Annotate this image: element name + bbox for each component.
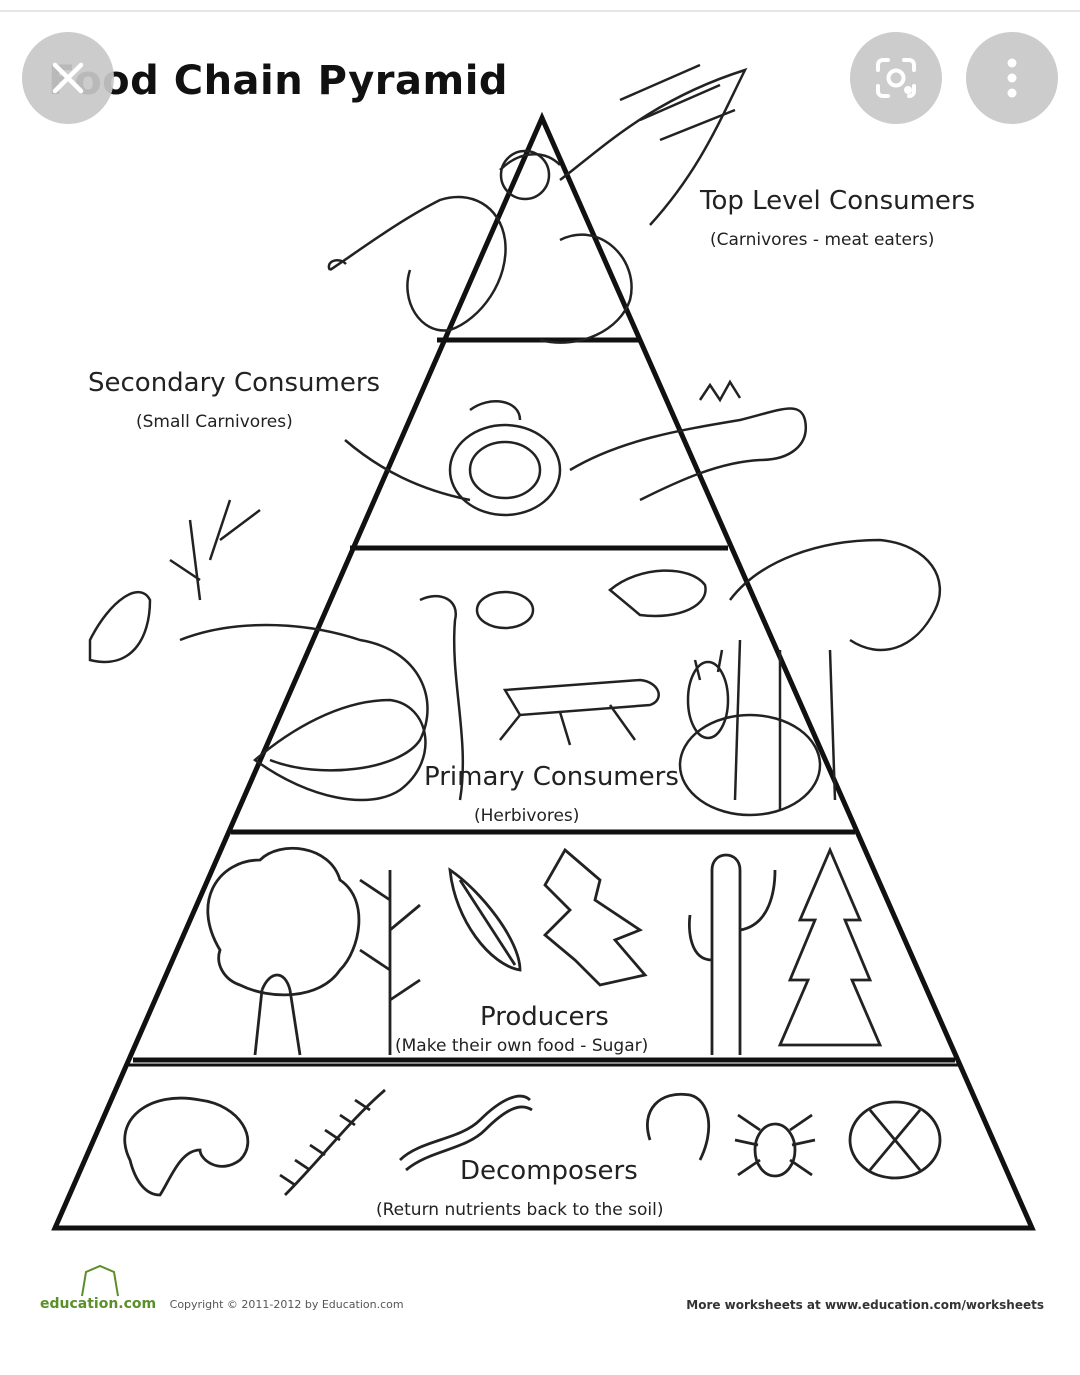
footer-brand[interactable]: education.com	[40, 1296, 157, 1312]
level-top-name: Top Level Consumers	[700, 186, 976, 216]
top-consumers-illustration	[327, 63, 748, 344]
pyramid-outline	[51, 111, 1036, 1231]
level-primary-note: (Herbivores)	[474, 806, 580, 826]
education-logo-mark	[81, 1264, 119, 1297]
lens-button[interactable]	[850, 32, 942, 124]
secondary-consumers-illustration	[344, 379, 808, 517]
level-producers-name: Producers	[480, 1002, 609, 1032]
level-secondary-name: Secondary Consumers	[88, 368, 381, 398]
decomposers-illustration	[123, 1088, 942, 1197]
level-producers-note: (Make their own food - Sugar)	[395, 1036, 649, 1056]
primary-consumers-illustration	[88, 499, 942, 817]
level-primary-name: Primary Consumers	[424, 762, 679, 792]
lens-icon	[876, 58, 916, 98]
close-button[interactable]	[22, 32, 114, 124]
footer-left: education.com Copyright © 2011-2012 by E…	[40, 1296, 404, 1312]
level-secondary-note: (Small Carnivores)	[136, 412, 293, 432]
close-icon	[52, 62, 84, 94]
worksheet-title: Food Chain Pyramid	[48, 58, 509, 104]
level-decomposers-note: (Return nutrients back to the soil)	[376, 1200, 664, 1220]
level-decomposers-name: Decomposers	[460, 1156, 638, 1186]
more-options-button[interactable]	[966, 32, 1058, 124]
level-top-note: (Carnivores - meat eaters)	[710, 230, 935, 250]
producers-illustration	[206, 846, 883, 1056]
footer-copyright: Copyright © 2011-2012 by Education.com	[169, 1298, 404, 1311]
status-divider	[0, 10, 1080, 12]
more-vert-icon	[1007, 58, 1017, 98]
footer-more-worksheets[interactable]: More worksheets at www.education.com/wor…	[686, 1298, 1044, 1312]
